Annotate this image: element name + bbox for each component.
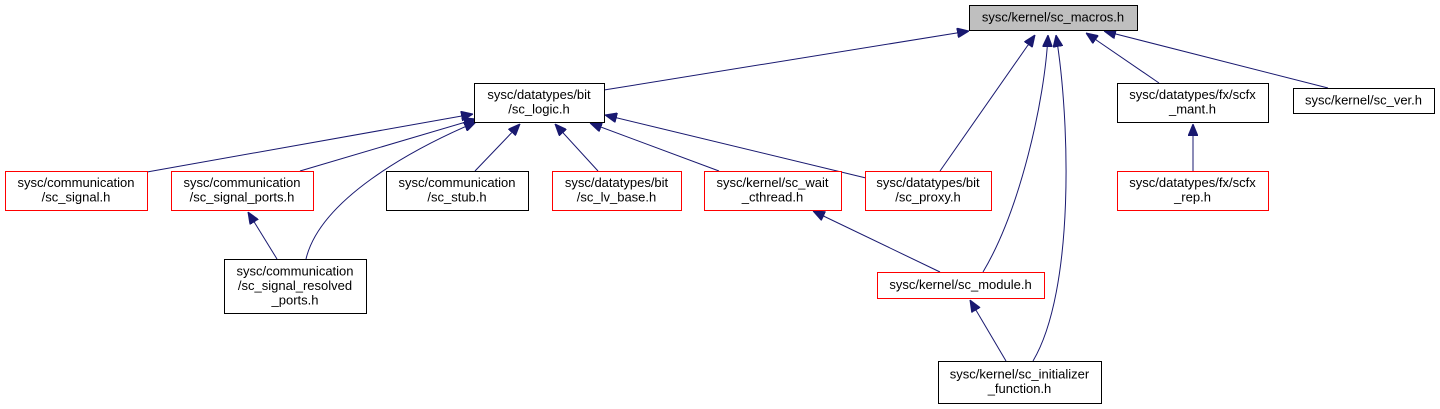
node-label-line: sysc/communication bbox=[398, 175, 515, 190]
node-label-line: /sc_signal.h bbox=[42, 190, 111, 205]
node-label-line: sysc/kernel/sc_ver.h bbox=[1305, 92, 1422, 107]
node-sc-wait-cthread[interactable]: sysc/kernel/sc_wait_cthread.h bbox=[704, 171, 842, 211]
node-label-line: /sc_logic.h bbox=[508, 102, 569, 117]
node-sc-logic[interactable]: sysc/datatypes/bit/sc_logic.h bbox=[474, 83, 605, 123]
node-box bbox=[704, 171, 842, 211]
edge-sc-initializer-function-to-sc-module bbox=[970, 300, 1007, 362]
node-box bbox=[386, 171, 529, 211]
node-sc-signal-ports[interactable]: sysc/communication/sc_signal_ports.h bbox=[171, 171, 314, 211]
node-label-line: /sc_proxy.h bbox=[895, 190, 961, 205]
node-label-line: sysc/datatypes/fx/scfx bbox=[1129, 175, 1256, 190]
edge-sc-signal-resolved-ports-to-sc-signal-ports bbox=[248, 212, 278, 260]
edge-sc-stub-to-sc-logic bbox=[474, 124, 520, 172]
node-box bbox=[938, 361, 1102, 404]
node-box bbox=[5, 171, 148, 211]
node-sc-macros[interactable]: sysc/kernel/sc_macros.h bbox=[969, 5, 1138, 31]
edge-sc-signal-to-sc-logic bbox=[146, 114, 473, 173]
node-label-line: sysc/communication bbox=[183, 175, 300, 190]
node-label-line: sysc/kernel/sc_module.h bbox=[889, 277, 1031, 292]
node-sc-module[interactable]: sysc/kernel/sc_module.h bbox=[877, 272, 1045, 299]
node-box bbox=[877, 272, 1045, 299]
node-scfx-rep[interactable]: sysc/datatypes/fx/scfx_rep.h bbox=[1117, 171, 1269, 211]
node-sc-proxy[interactable]: sysc/datatypes/bit/sc_proxy.h bbox=[865, 171, 992, 211]
node-sc-initializer-function[interactable]: sysc/kernel/sc_initializer_function.h bbox=[938, 361, 1102, 404]
node-label-line: _function.h bbox=[987, 381, 1052, 396]
edge-sc-module-to-sc-macros bbox=[982, 35, 1048, 273]
nodes-layer: sysc/kernel/sc_macros.h sysc/datatypes/bi… bbox=[5, 5, 1435, 404]
node-label-line: /sc_signal_resolved bbox=[238, 278, 352, 293]
node-label-line: sysc/communication bbox=[236, 263, 353, 278]
edge-sc-ver-to-sc-macros bbox=[1104, 31, 1329, 89]
edge-sc-wait-cthread-to-sc-logic bbox=[590, 123, 720, 172]
node-sc-signal-resolved-ports[interactable]: sysc/communication/sc_signal_resolved_po… bbox=[224, 259, 367, 314]
node-label-line: sysc/datatypes/bit bbox=[876, 175, 980, 190]
edge-sc-signal-ports-to-sc-logic bbox=[299, 119, 476, 172]
node-sc-ver[interactable]: sysc/kernel/sc_ver.h bbox=[1293, 88, 1435, 114]
node-scfx-mant[interactable]: sysc/datatypes/fx/scfx_mant.h bbox=[1117, 83, 1269, 123]
node-label-line: sysc/communication bbox=[17, 175, 134, 190]
edge-sc-lv-base-to-sc-logic bbox=[555, 124, 599, 172]
node-label-line: sysc/kernel/sc_wait bbox=[717, 175, 829, 190]
node-box bbox=[224, 259, 367, 314]
node-box bbox=[969, 5, 1138, 31]
edge-sc-logic-to-sc-macros bbox=[603, 31, 969, 91]
node-box bbox=[171, 171, 314, 211]
node-sc-lv-base[interactable]: sysc/datatypes/bit/sc_lv_base.h bbox=[552, 171, 682, 211]
node-label-line: _cthread.h bbox=[741, 190, 803, 205]
node-label-line: /sc_lv_base.h bbox=[577, 190, 657, 205]
node-label-line: sysc/datatypes/bit bbox=[565, 175, 669, 190]
node-sc-signal[interactable]: sysc/communication/sc_signal.h bbox=[5, 171, 148, 211]
node-label-line: /sc_signal_ports.h bbox=[190, 190, 295, 205]
node-label-line: _mant.h bbox=[1168, 102, 1216, 117]
node-sc-stub[interactable]: sysc/communication/sc_stub.h bbox=[386, 171, 529, 211]
node-label-line: sysc/kernel/sc_initializer bbox=[950, 367, 1090, 382]
edge-sc-proxy-to-sc-logic bbox=[605, 115, 867, 179]
node-box bbox=[1117, 171, 1269, 211]
node-label-line: /sc_stub.h bbox=[427, 190, 486, 205]
node-box bbox=[865, 171, 992, 211]
node-label-line: sysc/datatypes/bit bbox=[487, 87, 591, 102]
node-box bbox=[552, 171, 682, 211]
edge-sc-initializer-function-to-sc-macros bbox=[1032, 35, 1067, 362]
node-box bbox=[1293, 88, 1435, 114]
node-label-line: _ports.h bbox=[271, 292, 319, 307]
edge-sc-proxy-to-sc-macros bbox=[939, 35, 1035, 172]
node-box bbox=[474, 83, 605, 123]
node-label-line: sysc/kernel/sc_macros.h bbox=[982, 9, 1124, 24]
node-label-line: _rep.h bbox=[1173, 190, 1211, 205]
node-label-line: sysc/datatypes/fx/scfx bbox=[1129, 87, 1256, 102]
edge-sc-module-to-sc-wait-cthread bbox=[813, 211, 941, 273]
edge-sc-signal-resolved-ports-to-sc-logic bbox=[305, 122, 476, 260]
edges-layer bbox=[146, 31, 1329, 362]
edge-scfx-mant-to-sc-macros bbox=[1086, 33, 1160, 84]
node-box bbox=[1117, 83, 1269, 123]
